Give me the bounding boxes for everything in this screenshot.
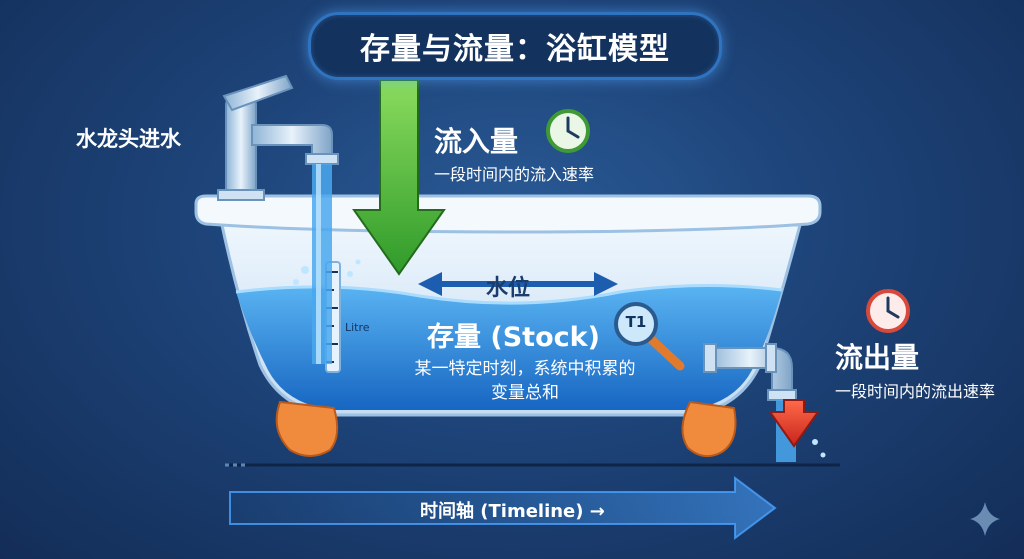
outflow-description: 一段时间内的流出速率 xyxy=(835,382,996,401)
gauge-unit-label: Litre xyxy=(345,321,370,334)
page-title: 存量与流量：浴缸模型 xyxy=(308,12,722,80)
water-level-label: 水位 xyxy=(486,276,531,301)
magnifier-icon xyxy=(614,302,685,371)
faucet-label: 水龙头进水 xyxy=(76,127,181,151)
inflow-clock-icon xyxy=(546,109,590,153)
sparkle-icon xyxy=(970,502,1000,536)
inflow-arrow xyxy=(352,79,446,276)
tub-foot-left xyxy=(275,400,339,457)
faucet xyxy=(217,74,339,201)
drain-pipe xyxy=(703,343,797,401)
magnifier-label: T1 xyxy=(625,313,647,331)
water-level-arrow xyxy=(418,272,618,296)
stock-title: 存量 (Stock) xyxy=(427,322,600,353)
water-stream xyxy=(312,164,332,364)
outflow-arrow xyxy=(768,399,820,448)
timeline-label: 时间轴 (Timeline) → xyxy=(420,501,605,522)
outflow-clock-icon xyxy=(866,289,910,333)
inflow-title: 流入量 xyxy=(434,125,519,158)
tub-foot-right xyxy=(681,400,737,458)
timeline-arrow xyxy=(229,476,777,540)
inflow-description: 一段时间内的流入速率 xyxy=(434,165,595,184)
outflow-title: 流出量 xyxy=(835,341,920,374)
stock-description: 某一特定时刻，系统中积累的变量总和 xyxy=(414,359,636,403)
bathtub-rim xyxy=(194,194,822,234)
